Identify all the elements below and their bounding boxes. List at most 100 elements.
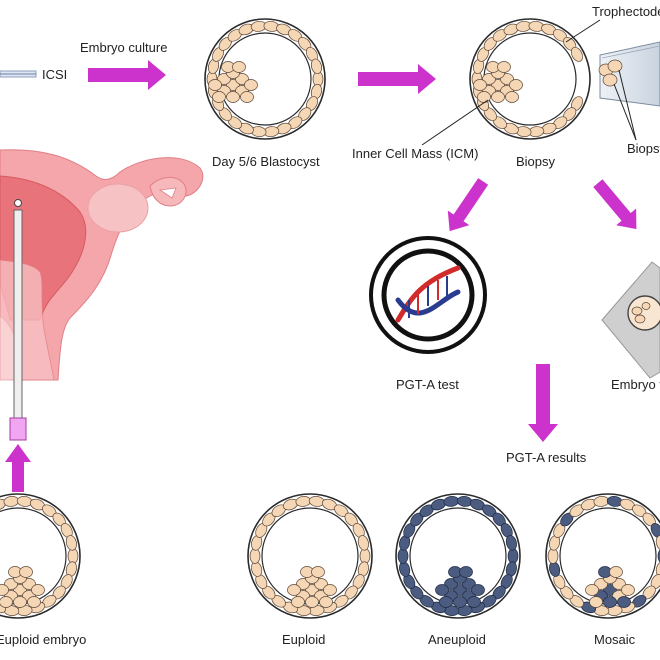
icm-cell [240,91,254,103]
biopsy-cells-pointer-2 [618,69,637,141]
icm-cell [311,566,325,578]
icm-cell [319,596,333,608]
trophectoderm-cell [505,535,517,551]
blastocyst-day5 [204,18,326,140]
trophectoderm-cell [67,548,79,564]
vitrification-icon [601,261,660,379]
icm-cell [621,584,635,596]
icm-cell [453,596,467,608]
trophectoderm-pointer [565,19,601,43]
icm-cell [305,596,319,608]
icm-cell [4,578,18,590]
biopsy-cells-pointer-1 [613,83,637,141]
arrow-to-results [528,364,558,442]
pgta-test-icon [369,236,487,354]
icm-cell [585,584,599,596]
icm-cell [27,596,41,608]
trophectoderm-cell [65,535,77,551]
transfer-catheter [9,199,27,441]
icm-cell [305,584,319,596]
icm-cell [467,596,481,608]
blastocyst-transfer [0,493,81,619]
icsi-needle [0,70,37,78]
icm-cell [459,566,473,578]
icm-cell [612,578,626,590]
arrow-to-vitrification [593,179,637,230]
euploid-label: Euploid [282,632,325,647]
mosaic-label: Mosaic [594,632,636,647]
icm-cell [444,578,458,590]
icm-cell [13,596,27,608]
icm-cell [509,79,523,91]
pgta-results-label: PGT-A results [506,450,587,465]
icm-cell [603,596,617,608]
biopsy-cells-label: Biopsy cells [627,141,660,156]
trophectoderm-cell [547,548,559,564]
icm-cell [497,61,511,73]
icm-cell [22,578,36,590]
trophectoderm-cell [507,548,519,564]
icm-cell [208,79,222,91]
trophectoderm-cell [310,58,322,75]
icm-cell [439,596,453,608]
icm-cell [314,578,328,590]
icm-label: Inner Cell Mass (ICM) [352,146,478,161]
icm-cell [617,596,631,608]
aneuploid-label: Aneuploid [428,632,486,647]
icm-cell [477,91,491,103]
icm-cell [291,596,305,608]
embryo-culture-label: Embryo culture [80,40,167,55]
icm-cell [609,566,623,578]
arrow-to-biopsy [358,64,436,94]
trophectoderm-cell [657,548,660,564]
icm-cell [594,578,608,590]
arrow-to-pgta [447,178,489,232]
icm-cell [500,73,514,85]
icm-cell [217,73,231,85]
trophectoderm-cell [397,548,409,564]
trophectoderm-cell [359,548,371,564]
icm-cell [0,596,13,608]
icm-cell [603,584,617,596]
blastocyst-mosaic [545,493,660,619]
icm-cell [435,584,449,596]
icm-cell [323,584,337,596]
pgta-test-label: PGT-A test [396,377,459,392]
icm-cell [226,91,240,103]
icm-cell [31,584,45,596]
icm-cell [462,578,476,590]
trophectoderm-cell [249,548,261,564]
icm-cell [287,584,301,596]
icm-cell [471,584,485,596]
icm-cell [235,73,249,85]
icm-cell [505,91,519,103]
arrow-culture [88,60,166,90]
uterus-illustration [0,149,204,381]
icm-cell [226,79,240,91]
arrow-to-transfer [5,444,31,492]
icm-cell [473,79,487,91]
euploid-embryo-label: Euploid embryo [0,632,86,647]
icm-cell [244,79,258,91]
icm-cell [296,578,310,590]
biopsy-label: Biopsy [516,154,556,169]
vitrification-label: Embryo vitrification [611,377,660,392]
icm-pointer [421,99,489,146]
trophectoderm-label: Trophectoderm [592,4,660,19]
icm-cell [212,91,226,103]
icm-cell [491,91,505,103]
blastocyst-euploid [247,493,373,619]
icm-cell [13,584,27,596]
icm-cell [0,584,9,596]
icsi-label: ICSI [42,67,67,82]
blastocyst-aneuploid [395,493,521,619]
trophectoderm-cell [570,46,583,62]
icm-cell [491,79,505,91]
icm-cell [232,61,246,73]
icm-cell [19,566,33,578]
trophectoderm-cell [357,535,369,551]
icm-cell [453,584,467,596]
biopsy-pipette [598,41,660,107]
day-blastocyst-label: Day 5/6 Blastocyst [212,154,320,169]
